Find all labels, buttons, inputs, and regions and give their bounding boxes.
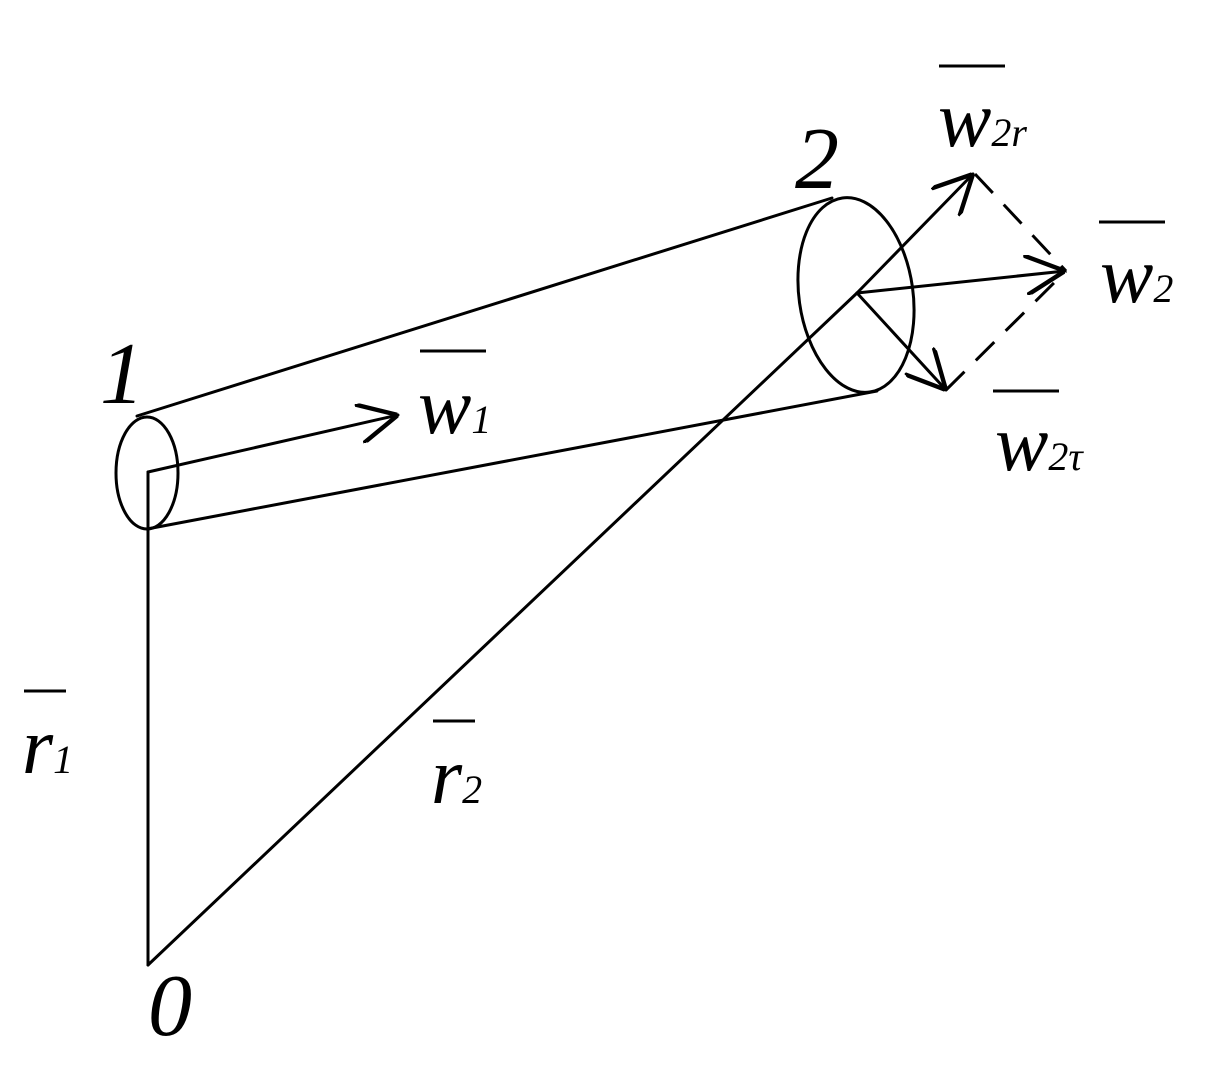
parallelogram-dash-lower (944, 269, 1068, 392)
label-w2: w2 (1100, 232, 1173, 320)
label-w1: w1 (418, 363, 491, 451)
label-point-2: 2 (795, 111, 839, 208)
velocity-vector-w1 (146, 415, 398, 474)
velocity-vector-w2t (855, 291, 946, 390)
label-r2: r2 (431, 733, 482, 821)
radius-vector-r2 (146, 291, 859, 967)
velocity-vector-w2r (855, 174, 973, 295)
velocity-vector-w2 (855, 271, 1065, 293)
tube-lower-edge (145, 389, 879, 531)
label-point-1: 1 (100, 326, 144, 423)
label-w2t: w2τ (995, 400, 1084, 488)
tube-upper-edge (135, 196, 834, 418)
label-point-0: 0 (148, 958, 192, 1055)
label-w2r: w2r (938, 76, 1027, 164)
label-r1: r1 (22, 703, 73, 791)
parallelogram-dash-upper (973, 172, 1068, 273)
